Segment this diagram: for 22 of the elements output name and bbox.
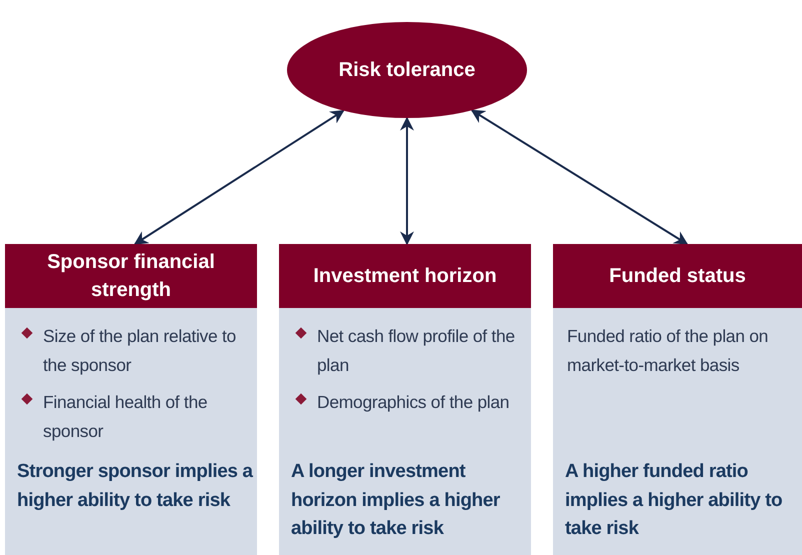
arrow: [470, 110, 688, 245]
conclusion-text: A higher funded ratio implies a higher ability to take risk: [565, 460, 784, 541]
header-title: Sponsor financial strength: [46, 250, 216, 303]
content-panel: [553, 308, 802, 555]
header-band: [553, 244, 802, 308]
body-text: Funded ratio of the plan on market-to-market basis: [567, 325, 770, 377]
content-panel: [5, 308, 257, 555]
risk-ellipse: [287, 22, 527, 118]
content-panel: [279, 308, 531, 555]
bullet-text: Financial health of the sponsor: [43, 391, 208, 443]
conclusion-text: Stronger sponsor implies a higher ability to take risk: [17, 460, 253, 512]
arrow: [400, 116, 414, 246]
arrow: [134, 110, 345, 245]
bullet-text: Demographics of the plan: [317, 391, 510, 414]
header-title: Funded status: [608, 264, 747, 289]
bullet-text: Size of the plan relative to the sponsor: [43, 325, 237, 377]
header-band: [279, 244, 531, 308]
node-title: Risk tolerance: [338, 58, 476, 82]
header-band: [5, 244, 257, 308]
header-title: Investment horizon: [312, 264, 498, 289]
bullet-text: Net cash flow profile of the plan: [317, 325, 516, 377]
conclusion-text: A longer investment horizon implies a higher ability to take risk: [291, 460, 501, 541]
